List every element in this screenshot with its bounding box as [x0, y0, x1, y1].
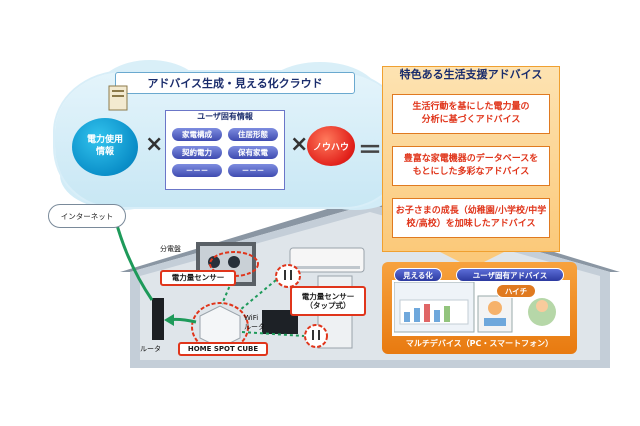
user-info-item: －－－	[228, 164, 278, 177]
user-info-title: ユーザ固有情報	[197, 112, 253, 121]
home-spot-cube-icon	[199, 305, 241, 349]
advice-box: 豊富な家電機器のデータベースを もとにした多彩なアドバイス	[392, 146, 550, 186]
power-sensor-label: 電力量センサー	[160, 270, 236, 286]
cube-highlight-circle	[191, 302, 249, 352]
connection-line	[239, 279, 277, 311]
connection-line	[241, 331, 305, 337]
advice-text: 分析に基づくアドバイス	[421, 115, 521, 125]
tap-sensor-label: 電力量センサー （タップ式）	[290, 286, 366, 316]
user-info-item: 住居形態	[228, 128, 278, 141]
server-icon	[108, 85, 128, 111]
user-info-item: －－－	[172, 164, 222, 177]
advice-text: 生活行動を基にした電力量の	[412, 101, 530, 112]
sensor-highlight-circle	[209, 251, 259, 277]
outlet-icon	[304, 324, 328, 348]
equals-symbol: ＝	[358, 136, 382, 164]
router-icon	[152, 298, 164, 340]
tag-visible: 見える化	[394, 268, 442, 282]
connection-line	[221, 275, 235, 305]
tag-hint: ハイチ	[496, 284, 536, 298]
wifi-router-label: WiFi ルータ	[244, 314, 265, 332]
advice-text: 校/高校）を加味したアドバイス	[406, 219, 536, 229]
usage-info-label: 電力使用	[86, 135, 123, 146]
user-info-item: 契約電力	[172, 146, 222, 159]
knowhow-circle: ノウハウ	[307, 126, 355, 166]
wifi-label: WiFi	[244, 314, 259, 322]
advice-text: お子さまの成長（幼稚園/小学校/中学	[395, 205, 547, 216]
advice-text: 豊富な家電機器のデータベースを	[403, 153, 539, 164]
distribution-board-label: 分電盤	[160, 245, 181, 253]
times-symbol: ×	[290, 132, 309, 157]
times-symbol: ×	[145, 132, 164, 157]
power-sensor-text: 電力量センサー	[171, 273, 225, 283]
tap-sensor-text: （タップ式）	[305, 301, 351, 310]
device-screenshots	[394, 282, 556, 333]
home-spot-cube-text: HOME SPOT CUBE	[187, 344, 259, 353]
user-info-item: 家電構成	[172, 128, 222, 141]
usage-info-label: 情報	[95, 147, 114, 157]
advice-title: 特色ある生活支援アドバイス	[399, 68, 543, 81]
router-label: ルータ	[140, 345, 161, 353]
internet-bubble: インターネット	[48, 204, 126, 228]
arrow-head	[164, 314, 174, 326]
cloud-title: アドバイス生成・見える化クラウド	[115, 72, 355, 94]
advice-text: もとにした多彩なアドバイス	[412, 167, 530, 177]
devices-caption: マルチデバイス（PC・スマートフォン）	[405, 339, 554, 348]
home-spot-cube-label: HOME SPOT CUBE	[178, 342, 268, 356]
usage-info-circle: 電力使用 情報	[72, 118, 138, 176]
outlet-icon	[275, 264, 301, 288]
wifi-router-text: ルータ	[244, 323, 265, 332]
advice-box: お子さまの成長（幼稚園/小学校/中学 校/高校）を加味したアドバイス	[392, 198, 550, 238]
tap-sensor-text: 電力量センサー	[301, 291, 355, 301]
tag-user-advice: ユーザ固有アドバイス	[456, 268, 564, 282]
user-info-item: 保有家電	[228, 146, 278, 159]
advice-box: 生活行動を基にした電力量の 分析に基づくアドバイス	[392, 94, 550, 134]
